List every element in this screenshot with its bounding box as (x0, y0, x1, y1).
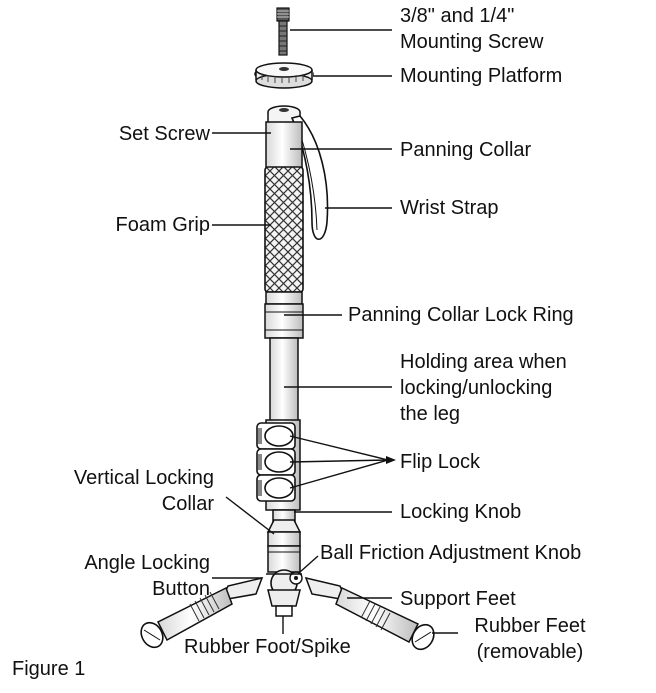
label-ball-friction-adjustment-knob: Ball Friction Adjustment Knob (320, 542, 582, 564)
label-wrist-strap: Wrist Strap (400, 197, 499, 219)
label-holding-area-line1: Holding area when (400, 351, 567, 373)
upper-body (264, 121, 304, 339)
leader-flip-lock-1 (289, 435, 389, 461)
figure-caption: Figure 1 (12, 658, 86, 680)
label-mounting-screw-line2: Mounting Screw (400, 31, 544, 53)
label-vertical-locking-collar-line2: Collar (161, 493, 214, 515)
label-rubber-feet-line2: (removable) (476, 641, 584, 663)
mounting-screw (276, 7, 290, 56)
label-angle-locking-button-line1: Angle Locking (84, 552, 210, 574)
leader-flip-lock-3 (289, 459, 389, 489)
lower-collar (266, 509, 302, 573)
support-foot-right (304, 576, 435, 651)
label-mounting-screw-line1: 3/8" and 1/4" (400, 5, 515, 27)
leader-lines (212, 29, 458, 634)
label-panning-collar: Panning Collar (400, 139, 532, 161)
leader-ball-friction (299, 555, 319, 573)
leader-flip-lock-2 (289, 459, 389, 463)
label-angle-locking-button-line2: Button (152, 578, 210, 600)
label-support-feet: Support Feet (400, 588, 516, 610)
label-set-screw: Set Screw (118, 123, 210, 145)
arrowhead-flip-lock (386, 456, 396, 464)
support-foot-left (140, 576, 264, 649)
flip-locks (256, 419, 301, 511)
label-mounting-platform: Mounting Platform (400, 65, 563, 87)
label-rubber-foot-spike: Rubber Foot/Spike (184, 636, 351, 658)
leader-vertical-locking-collar (225, 496, 275, 535)
label-vertical-locking-collar-line1: Vertical Locking (73, 467, 214, 489)
label-foam-grip: Foam Grip (115, 214, 210, 236)
label-panning-collar-lock-ring: Panning Collar Lock Ring (348, 304, 574, 326)
mounting-platform (254, 62, 314, 89)
leg-tube (269, 337, 299, 423)
label-rubber-feet-line1: Rubber Feet (474, 615, 586, 637)
label-locking-knob: Locking Knob (400, 501, 522, 523)
center-foot (267, 589, 301, 617)
label-holding-area-line3: the leg (400, 403, 461, 425)
label-holding-area-line2: locking/unlocking (400, 377, 553, 399)
label-flip-lock: Flip Lock (400, 451, 481, 473)
